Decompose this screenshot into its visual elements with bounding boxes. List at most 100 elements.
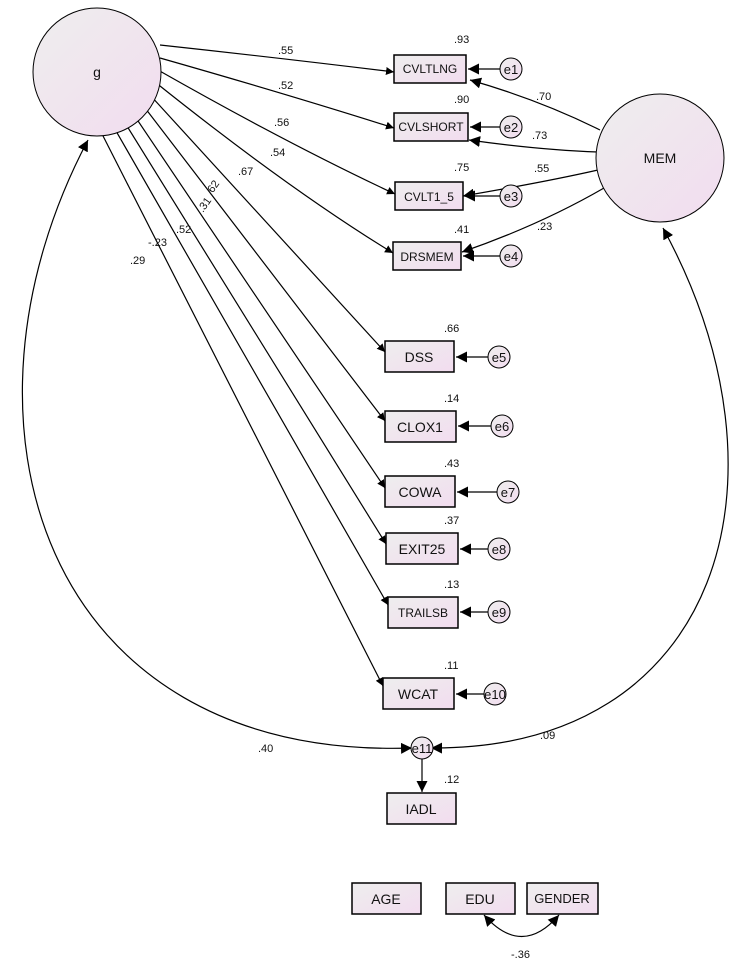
error-e3 bbox=[499, 184, 523, 208]
label-e9: e9 bbox=[492, 605, 506, 620]
r2-dss: .66 bbox=[444, 323, 459, 335]
path-g-cvlshort bbox=[159, 57, 395, 130]
box-iadl bbox=[386, 792, 457, 825]
label-e10: e10 bbox=[484, 687, 506, 702]
g-loading-paths bbox=[99, 44, 396, 687]
error-e10 bbox=[483, 682, 507, 706]
path-g-clox1 bbox=[141, 103, 386, 422]
box-cvlshort bbox=[393, 112, 469, 142]
coef-edu-gender: -.36 bbox=[511, 949, 530, 961]
loading-mem-cvltlng: .70 bbox=[536, 91, 551, 103]
label-cvlt1_5: CVLT1_5 bbox=[404, 190, 454, 204]
label-e3: e3 bbox=[504, 189, 518, 204]
box-edu bbox=[445, 882, 516, 915]
box-cvlt1_5 bbox=[394, 181, 464, 211]
label-e7: e7 bbox=[501, 485, 515, 500]
label-cvlshort: CVLSHORT bbox=[398, 120, 464, 134]
path-mem-cvlshort bbox=[468, 136, 599, 153]
label-e8: e8 bbox=[492, 542, 506, 557]
error-e8 bbox=[487, 537, 511, 561]
path-g-cvltlng bbox=[159, 44, 395, 75]
label-edu: EDU bbox=[465, 891, 495, 907]
error-e4 bbox=[499, 244, 523, 268]
label-cowa: COWA bbox=[398, 484, 442, 500]
loading-g-exit25: .52 bbox=[176, 224, 191, 236]
label-e2: e2 bbox=[504, 120, 518, 135]
path-g-wcat bbox=[99, 129, 384, 687]
label-cvltlng: CVLTLNG bbox=[403, 62, 457, 76]
label-e6: e6 bbox=[495, 419, 509, 434]
r2-iadl: .12 bbox=[444, 774, 459, 786]
path-mem-cvlt1_5 bbox=[462, 169, 599, 200]
label-trailsb: TRAILSB bbox=[398, 606, 448, 620]
label-exit25: EXIT25 bbox=[399, 541, 446, 557]
path-g-trailsb bbox=[111, 123, 389, 606]
path-g-exit25 bbox=[121, 117, 387, 545]
latent-g-label: g bbox=[93, 64, 101, 80]
error-e11 bbox=[410, 736, 434, 760]
path-g-cowa bbox=[131, 111, 386, 489]
coef-mem-iadl: .09 bbox=[540, 730, 555, 742]
latent-g: g bbox=[32, 7, 162, 137]
loading-g-cowa: .31 bbox=[196, 195, 215, 214]
box-age bbox=[351, 882, 422, 915]
box-cowa bbox=[384, 475, 456, 508]
path-mem-e11 bbox=[430, 227, 729, 754]
box-drsmem bbox=[392, 241, 462, 271]
error-e9 bbox=[487, 600, 511, 624]
loading-mem-cvlt1_5: .55 bbox=[534, 163, 549, 175]
box-clox1 bbox=[384, 410, 457, 443]
loading-g-drsmem: .54 bbox=[270, 147, 285, 159]
path-mem-drsmem bbox=[461, 187, 605, 254]
label-drsmem: DRSMEM bbox=[400, 250, 453, 264]
label-age: AGE bbox=[371, 891, 401, 907]
loading-g-clox1: .62 bbox=[204, 178, 223, 197]
coef-g-iadl: .40 bbox=[258, 743, 273, 755]
r2-clox1: .14 bbox=[444, 393, 459, 405]
box-dss bbox=[384, 340, 455, 373]
path-mem-cvltlng bbox=[469, 77, 601, 131]
label-gender: GENDER bbox=[534, 891, 590, 906]
loading-g-cvltlng: .55 bbox=[278, 45, 293, 57]
loading-mem-drsmem: .23 bbox=[537, 221, 552, 233]
r2-exit25: .37 bbox=[444, 515, 459, 527]
box-cvltlng bbox=[393, 54, 467, 84]
box-exit25 bbox=[385, 532, 459, 565]
mem-loading-paths bbox=[461, 77, 605, 254]
label-wcat: WCAT bbox=[398, 686, 439, 702]
loading-g-trailsb: -.23 bbox=[148, 237, 167, 249]
r2-trailsb: .13 bbox=[444, 579, 459, 591]
r2-wcat: .11 bbox=[444, 660, 458, 672]
path-edu-gender bbox=[483, 914, 560, 937]
label-dss: DSS bbox=[405, 349, 434, 365]
r2-drsmem: .41 bbox=[454, 224, 469, 236]
error-e1 bbox=[499, 57, 523, 81]
loading-g-wcat: .29 bbox=[130, 255, 145, 267]
box-trailsb bbox=[387, 596, 459, 629]
loading-g-cvlshort: .52 bbox=[278, 80, 293, 92]
label-e11: e11 bbox=[412, 741, 433, 756]
r2-cvlshort: .90 bbox=[454, 94, 469, 106]
label-e4: e4 bbox=[504, 249, 518, 264]
loading-mem-cvlshort: .73 bbox=[532, 130, 547, 142]
label-e5: e5 bbox=[492, 350, 506, 365]
label-clox1: CLOX1 bbox=[397, 419, 443, 435]
latent-mem-label: MEM bbox=[644, 150, 677, 166]
structural-paths bbox=[21, 139, 729, 937]
box-gender bbox=[526, 882, 599, 915]
path-g-e11 bbox=[21, 139, 413, 754]
box-wcat bbox=[382, 677, 455, 710]
r2-cvlt1_5: .75 bbox=[454, 162, 469, 174]
error-e2 bbox=[499, 115, 523, 139]
r2-cowa: .43 bbox=[444, 458, 459, 470]
r2-cvltlng: .93 bbox=[454, 34, 469, 46]
label-e1: e1 bbox=[504, 62, 518, 77]
error-e5 bbox=[487, 345, 511, 369]
loading-g-cvlt1_5: .56 bbox=[274, 117, 289, 129]
latent-mem: MEM bbox=[595, 93, 725, 223]
label-iadl: IADL bbox=[405, 801, 436, 817]
error-e6 bbox=[490, 414, 514, 438]
loading-g-dss: .67 bbox=[238, 166, 253, 178]
error-e7 bbox=[496, 480, 520, 504]
